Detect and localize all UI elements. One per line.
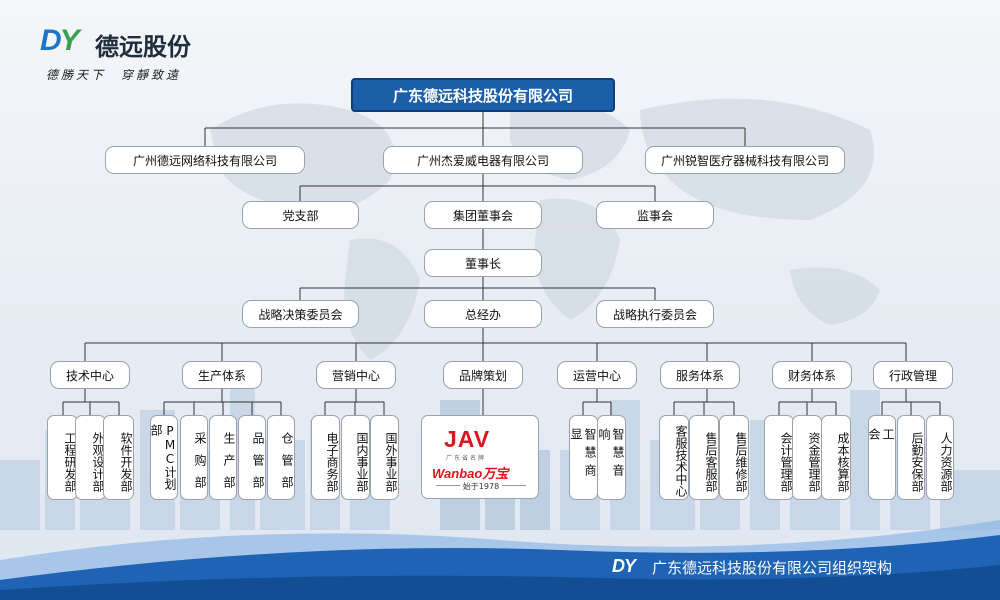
- unit-box: 外观设计部: [75, 415, 106, 500]
- division-box: 技术中心: [50, 361, 130, 389]
- org-level4-box: 总经办: [424, 300, 542, 328]
- company-slogan: 德勝天下 穿靜致遠: [46, 68, 182, 82]
- footer-wave-band: [0, 520, 1000, 600]
- unit-box: 会计管理部: [764, 415, 794, 500]
- unit-box: 智慧音响: [597, 415, 626, 500]
- company-logo-name: 德远股份: [95, 33, 191, 61]
- unit-box: 资金管理部: [792, 415, 822, 500]
- org-chairman: 董事长: [424, 249, 542, 277]
- org-level4-box: 战略决策委员会: [242, 300, 359, 328]
- division-box: 行政管理: [873, 361, 953, 389]
- unit-box: 售后维修部: [719, 415, 749, 500]
- jav-logo: JAV: [444, 426, 491, 452]
- division-box: 生产体系: [182, 361, 262, 389]
- unit-box: 工程研发部: [47, 415, 78, 500]
- org-subsidiary: 广州锐智医疗器械科技有限公司: [645, 146, 845, 174]
- division-box: 品牌策划: [443, 361, 523, 389]
- unit-box: PMC计划部: [149, 415, 178, 500]
- org-subsidiary: 广州杰爱威电器有限公司: [383, 146, 583, 174]
- company-logo-mark: DY: [40, 24, 80, 57]
- unit-box: 客服技术中心: [659, 415, 689, 500]
- org-top-company: 广东德远科技股份有限公司: [351, 78, 615, 112]
- unit-box: 工会: [867, 415, 896, 500]
- unit-box: 后勤安保部: [897, 415, 925, 500]
- unit-box: 生产部: [209, 415, 237, 500]
- wanbao-logo: Wanbao万宝: [432, 466, 509, 481]
- division-box: 服务体系: [660, 361, 740, 389]
- unit-box: 品管部: [238, 415, 266, 500]
- unit-box: 售后客服部: [689, 415, 719, 500]
- unit-box: 软件开发部: [103, 415, 134, 500]
- org-level2-box: 集团董事会: [424, 201, 542, 229]
- org-level2-box: 党支部: [242, 201, 359, 229]
- division-box: 财务体系: [772, 361, 852, 389]
- division-box: 运营中心: [557, 361, 637, 389]
- since-text: 始于1978: [442, 481, 520, 492]
- unit-box: 国外事业部: [370, 415, 399, 500]
- unit-box: 仓管部: [267, 415, 295, 500]
- org-level2-box: 监事会: [596, 201, 714, 229]
- brand-logos-box: JAV 广东省名牌 Wanbao万宝 始于1978: [421, 415, 539, 499]
- org-level4-box: 战略执行委员会: [596, 300, 714, 328]
- org-subsidiary: 广州德远网络科技有限公司: [105, 146, 305, 174]
- unit-box: 电子商务部: [311, 415, 340, 500]
- unit-box: 国内事业部: [341, 415, 370, 500]
- unit-box: 人力资源部: [926, 415, 954, 500]
- unit-box: 智慧商显: [569, 415, 598, 500]
- jav-logo-subtitle: 广东省名牌: [446, 455, 487, 462]
- division-box: 营销中心: [316, 361, 396, 389]
- footer-title: 广东德远科技股份有限公司组织架构: [652, 559, 893, 577]
- unit-box: 成本核算部: [821, 415, 851, 500]
- footer-logo-mark: DY: [612, 556, 636, 576]
- unit-box: 采购部: [180, 415, 208, 500]
